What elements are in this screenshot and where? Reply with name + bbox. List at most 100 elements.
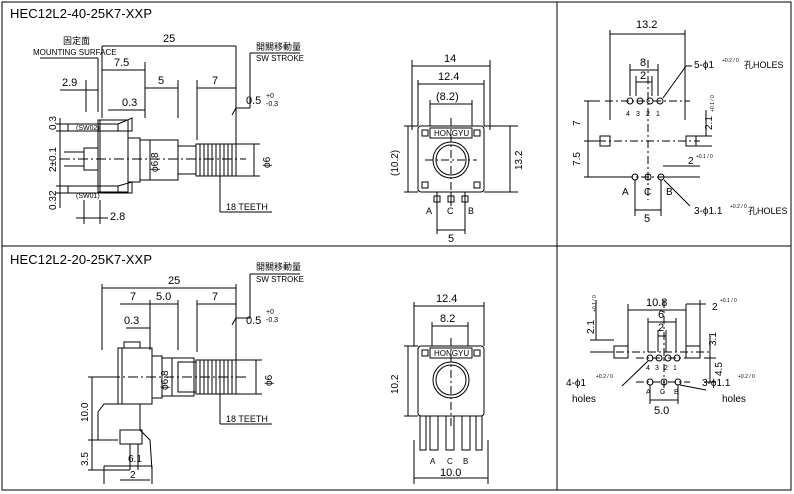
top-pcb-holes-5: 5-ϕ1 xyxy=(694,60,714,71)
bottom-pcb-dim-2-top-tol: +0.1 / 0 xyxy=(720,298,737,304)
top-pcb-holes-3-tol: +0.2 / 0 xyxy=(730,204,747,210)
top-side-view xyxy=(40,45,300,224)
bottom-side-view xyxy=(88,273,300,484)
top-phi-6: ϕ6 xyxy=(262,156,273,168)
top-pcb-dim-7-5: 7.5 xyxy=(572,152,583,166)
top-sw01: (SW01) xyxy=(76,193,100,200)
top-pcb-holes-3: 3-ϕ1.1 xyxy=(694,206,723,217)
top-front-labels: 14 12.4 (8.2) (10.2) 13.2 HONGYU A C B 5 xyxy=(390,53,525,245)
bottom-front-dim-8-2: 8.2 xyxy=(440,313,455,325)
top-pcb-holes-3-label: 孔HOLES xyxy=(748,206,788,216)
bottom-tol-0-5-plus: +0 xyxy=(266,309,274,316)
top-dim-7-5: 7.5 xyxy=(114,57,129,69)
top-pcb-layout xyxy=(584,30,712,216)
top-dim-0-3-left-a: 0.3 xyxy=(48,116,59,130)
top-dim-7: 7 xyxy=(212,75,218,87)
bottom-stroke-en: SW STROKE xyxy=(256,275,304,284)
bottom-dim-7b: 7 xyxy=(212,291,218,303)
top-front-pin-b: B xyxy=(468,206,474,216)
top-tol-0-5-minus: -0.3 xyxy=(266,101,278,108)
bottom-dim-6-1: 6.1 xyxy=(128,454,142,465)
bottom-pcb-holes-4: 4-ϕ1 xyxy=(566,378,586,389)
bottom-pcb-dim-3-1: 3.1 xyxy=(708,332,719,346)
bottom-pcb-dim-6: 6 xyxy=(658,309,664,321)
bottom-pcb-pin-2: 2 xyxy=(664,365,668,372)
bottom-front-dim-10-2: 10.2 xyxy=(390,374,401,394)
bottom-teeth: 18 TEETH xyxy=(226,414,268,424)
top-pcb-dim-2-1: 2.1 xyxy=(704,116,715,130)
top-dim-2-8: 2.8 xyxy=(110,211,125,223)
top-front-dim-14: 14 xyxy=(444,53,456,65)
top-pcb-dim-13-2: 13.2 xyxy=(636,19,657,31)
top-pcb-dim-5: 5 xyxy=(644,213,650,225)
bottom-pcb-dim-2-inner: 2 xyxy=(658,322,664,334)
bottom-dim-0-5: 0.5 xyxy=(246,315,261,327)
bottom-front-pin-c: C xyxy=(447,457,453,466)
top-front-pin-a: A xyxy=(426,206,432,216)
top-front-view xyxy=(404,60,518,234)
bottom-phi-6: ϕ6 xyxy=(264,374,275,386)
bottom-pcb-holes-4-tol: +0.2 / 0 xyxy=(596,374,613,380)
top-pcb-pin-1: 1 xyxy=(656,111,660,118)
top-front-dim-13-2: 13.2 xyxy=(514,150,525,170)
bottom-pcb-dim-2-top: 2 xyxy=(712,302,718,313)
top-dim-0-5: 0.5 xyxy=(246,95,261,107)
bottom-dim-2: 2 xyxy=(130,470,136,481)
top-pcb-pin-4: 4 xyxy=(626,111,630,118)
bottom-front-pin-a: A xyxy=(430,457,436,466)
top-dim-2-9: 2.9 xyxy=(62,77,77,89)
bottom-pcb-dim-2-1-tol: +0.1 / 0 xyxy=(592,295,598,312)
bottom-pcb-pin-4: 4 xyxy=(646,365,650,372)
top-pcb-pin-2: 2 xyxy=(646,111,650,118)
top-pcb-pin-b: B xyxy=(666,187,673,198)
bottom-pcb-pin-1: 1 xyxy=(673,365,677,372)
bottom-pcb-pin-a: A xyxy=(646,389,651,396)
top-mounting-cn: 固定面 xyxy=(63,35,90,46)
bottom-dim-25: 25 xyxy=(168,275,180,287)
bottom-pcb-dim-2-1: 2.1 xyxy=(586,320,597,334)
top-front-brand: HONGYU xyxy=(434,129,469,138)
bottom-stroke-cn: 開關移動量 xyxy=(256,261,301,272)
bottom-pcb-pin-3: 3 xyxy=(655,365,659,372)
bottom-pcb-holes-3-label: holes xyxy=(722,394,746,405)
top-mounting-en: MOUNTING SURFACE xyxy=(33,48,117,57)
bottom-part-title: HEC12L2-20-25K7-XXP xyxy=(10,252,153,267)
top-sw02: (SW02) xyxy=(76,125,100,132)
bottom-side-labels: 開關移動量 SW STROKE 25 7 5.0 7 0.3 0.5 +0 -0… xyxy=(80,261,304,481)
bottom-front-dim-12-4: 12.4 xyxy=(436,293,457,305)
bottom-pcb-dim-10-8: 10.8 xyxy=(646,297,667,309)
top-dim-0-3-left-b: 0.3 xyxy=(48,196,59,210)
top-front-dim-8-2: (8.2) xyxy=(436,91,459,103)
top-pcb-pin-3: 3 xyxy=(636,111,640,118)
top-dim-5: 5 xyxy=(158,75,164,87)
bottom-dim-7a: 7 xyxy=(130,291,136,303)
top-pcb-dim-2-side: 2 xyxy=(688,156,694,167)
top-dim-2: 2 xyxy=(48,190,59,196)
bottom-front-labels: 12.4 8.2 10.2 HONGYU A C B 10.0 xyxy=(390,293,469,479)
top-pcb-dim-2-1-tol: +0.1 / 0 xyxy=(710,95,716,112)
bottom-dim-5-0: 5.0 xyxy=(156,291,171,303)
top-dim-25: 25 xyxy=(163,33,175,45)
top-front-pin-c: C xyxy=(447,206,454,216)
top-front-dim-5: 5 xyxy=(448,233,454,245)
top-dim-2-pm: 2±0.1 xyxy=(48,147,59,172)
top-teeth: 18 TEETH xyxy=(226,202,268,212)
top-pcb-pin-a: A xyxy=(622,187,629,198)
top-pcb-holes-5-tol: +0.2 / 0 xyxy=(722,58,739,64)
top-stroke-cn: 開關移動量 xyxy=(256,41,301,52)
bottom-pcb-labels: 10.8 2 +0.1 / 0 6 2 2.1 +0.1 / 0 3.1 4.5… xyxy=(566,295,755,417)
bottom-pcb-pin-b: B xyxy=(674,389,679,396)
top-side-labels: 固定面 MOUNTING SURFACE 開關移動量 SW STROKE 25 … xyxy=(33,33,304,223)
bottom-pcb-holes-3: 3-ϕ1.1 xyxy=(702,378,731,389)
top-front-dim-12-4: 12.4 xyxy=(438,71,459,83)
top-pcb-dim-2-side-tol: +0.1 / 0 xyxy=(696,154,713,160)
bottom-front-brand: HONGYU xyxy=(434,349,469,358)
top-tol-0-5-plus: +0 xyxy=(266,93,274,100)
top-pcb-labels: 13.2 8 2 5-ϕ1 +0.2 / 0 孔HOLES 4 3 2 1 7 … xyxy=(572,19,788,225)
bottom-dim-3-5: 3.5 xyxy=(80,452,91,466)
bottom-dim-0-3: 0.3 xyxy=(124,315,139,327)
bottom-pcb-holes-4-label: holes xyxy=(572,394,596,405)
bottom-pcb-dim-4-5: 4.5 xyxy=(714,362,725,376)
